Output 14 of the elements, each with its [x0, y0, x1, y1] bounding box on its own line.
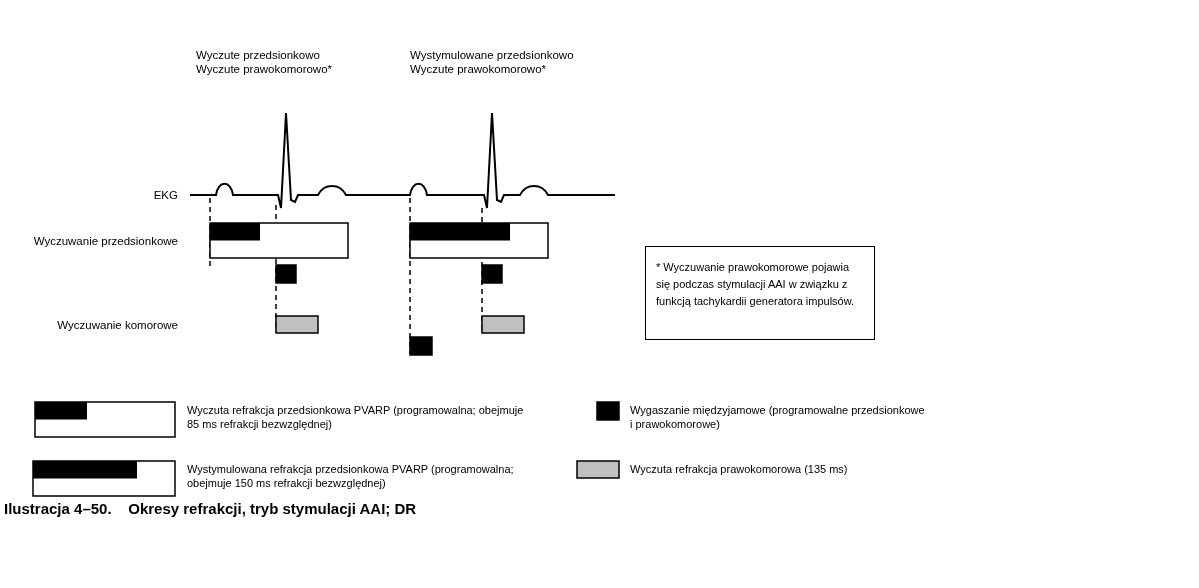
legend-text: Wygaszanie międzyjamowe (programowalne przedsionkowe i prawokomorowe)	[630, 403, 926, 431]
legend-text: Wystymulowana refrakcja przedsionkowa PVARP (programowalna; obejmuje 150 ms refrakcji bezwzględnej)	[187, 462, 515, 490]
label-text: Wyczuwanie przedsionkowe	[33, 234, 178, 248]
note-box	[645, 246, 875, 340]
label-text: Wyczute prawokomorowo*	[410, 62, 547, 76]
label-text: Wyczute przedsionkowo	[196, 48, 320, 62]
note-text: * Wyczuwanie prawokomorowe pojawia się podczas stymulacji AAI w związku z funkcją tachykardii generatora impulsów.	[656, 261, 855, 307]
label-text: Wyczute prawokomorowo*	[196, 62, 333, 76]
legend-text: Wyczuta refrakcja prawokomorowa (135 ms)	[630, 462, 849, 476]
label-text: Wystymulowane przedsionkowo	[410, 48, 574, 62]
figure-caption: Ilustracja 4–50. Okresy refrakcji, tryb stymulacji AAI; DR	[4, 500, 417, 518]
label-text: EKG	[153, 188, 178, 202]
label-text: Wyczuwanie komorowe	[57, 318, 178, 332]
legend-text: Wyczuta refrakcja przedsionkowa PVARP (programowalna; obejmuje 85 ms refrakcji bezwzględnej)	[187, 403, 525, 431]
